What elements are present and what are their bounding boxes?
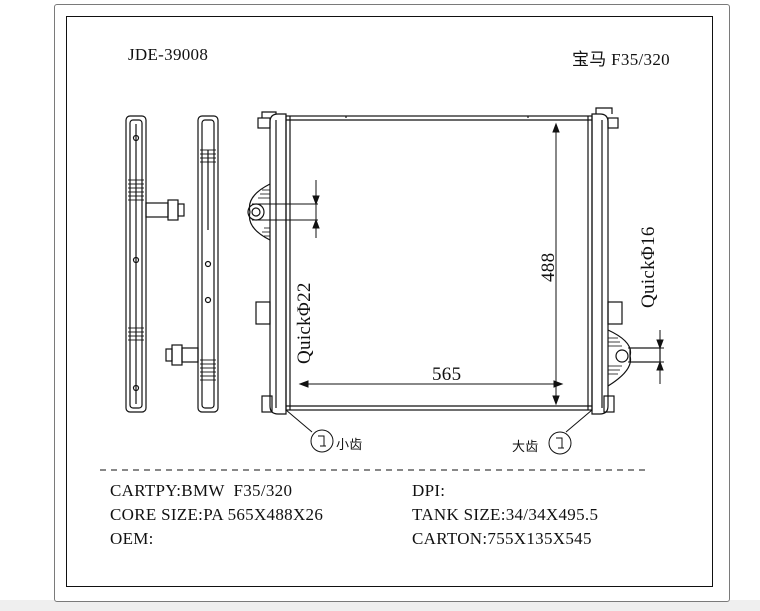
model-label: 宝马 F35/320 [572,50,670,69]
small-tooth-label: 小齿 [336,438,363,453]
spec-carton: CARTON:755X135X545 [412,529,592,548]
spec-oem: OEM: [110,529,154,548]
outlet-label: QuickΦ16 [638,226,659,308]
spec-tank-size: TANK SIZE:34/34X495.5 [412,505,599,524]
large-tooth-label: 大齿 [512,440,539,455]
drawing-frame [66,16,713,587]
spec-cartpy: CARTPY:BMW F35/320 [110,481,293,500]
height-dimension: 488 [538,252,559,282]
width-dimension: 565 [432,364,462,385]
side-view-left [125,115,185,413]
part-number: JDE-39008 [128,45,209,64]
spec-dpi: DPI: [412,481,446,500]
inlet-label: QuickΦ22 [294,282,315,364]
front-view [247,107,661,415]
bottom-strip [0,600,760,611]
side-view-right [165,115,219,413]
dimension-lines [252,122,664,455]
spec-core-size: CORE SIZE:PA 565X488X26 [110,505,324,524]
